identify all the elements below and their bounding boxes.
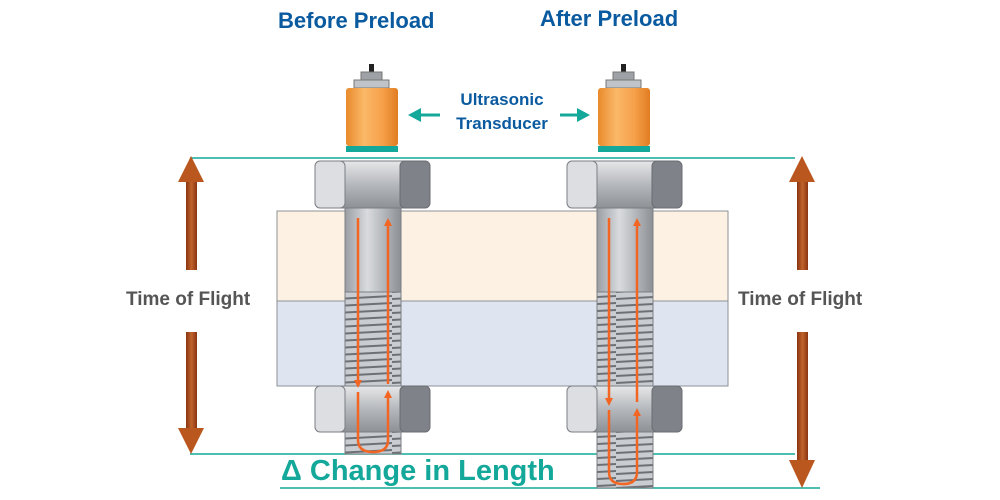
transducer-after (598, 64, 650, 152)
tof-arrow-left-down-icon (178, 332, 204, 454)
change-in-length-label: Δ Change in Length (281, 455, 555, 487)
tof-arrow-right-up-icon (789, 156, 815, 270)
time-of-flight-label-right: Time of Flight (738, 289, 863, 310)
transducer-before (346, 64, 398, 152)
transducer-pointer-right-icon (560, 108, 590, 122)
tof-arrow-right-down-icon (789, 332, 815, 488)
title-before-preload: Before Preload (278, 8, 435, 33)
transducer-label-line1: Ultrasonic (460, 90, 544, 109)
transducer-label: Ultrasonic Transducer (432, 88, 572, 136)
transducer-label-line2: Transducer (456, 114, 548, 133)
tof-arrow-left-up-icon (178, 156, 204, 270)
time-of-flight-label-left: Time of Flight (126, 289, 251, 310)
bolt-after-preload (566, 160, 683, 489)
title-after-preload: After Preload (540, 6, 679, 31)
transducer-pointer-left-icon (408, 108, 440, 122)
bolt-before-preload (314, 160, 431, 455)
